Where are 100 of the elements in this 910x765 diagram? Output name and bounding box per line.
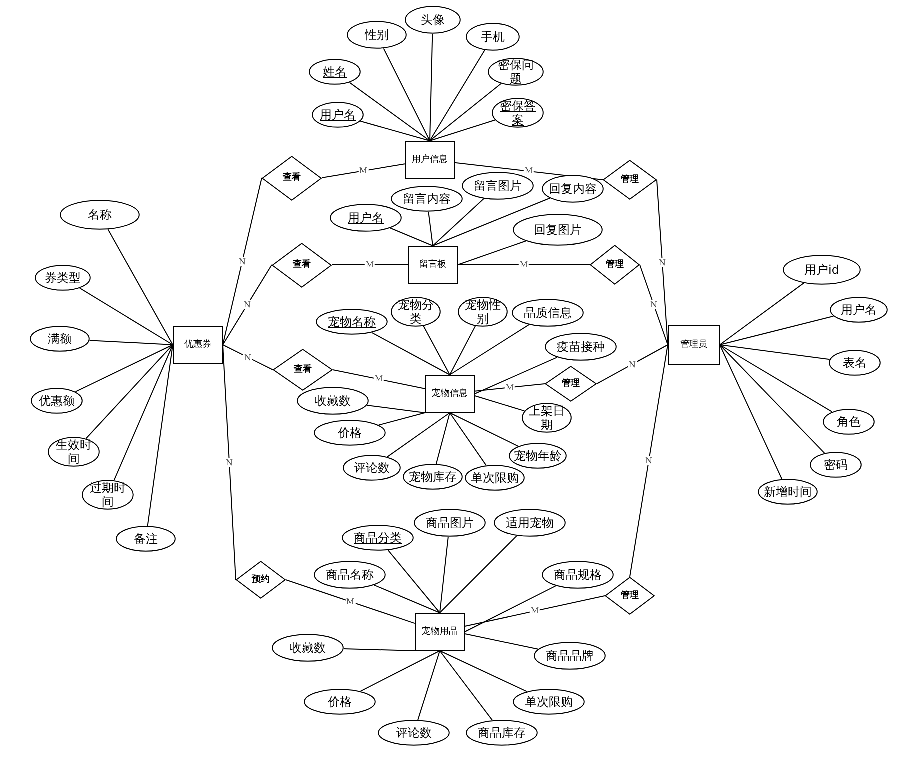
connector-line: [436, 412, 450, 465]
edge-label: N: [644, 456, 654, 466]
entity-box: 留言板: [408, 246, 458, 284]
connector-line: [332, 264, 408, 266]
attribute-ellipse: 评论数: [378, 720, 450, 746]
connector-line: [147, 344, 174, 527]
attribute-ellipse: 密码: [810, 452, 862, 478]
entity-box: 宠物用品: [415, 613, 465, 651]
connector-line: [720, 344, 833, 413]
connector-line: [474, 357, 558, 394]
connector-line: [378, 412, 426, 426]
connector-line: [720, 344, 830, 360]
attribute-ellipse: 表名: [829, 350, 881, 376]
connector-line: [114, 344, 174, 481]
attribute-ellipse: 品质信息: [512, 299, 584, 327]
connector-line: [656, 180, 668, 346]
edge-label: N: [238, 257, 247, 266]
attribute-ellipse: 回复内容: [542, 175, 604, 203]
connector-line: [720, 344, 783, 480]
connector-line: [440, 650, 528, 692]
connector-line: [458, 240, 526, 266]
connector-line: [450, 412, 487, 466]
relationship-diamond: 管理: [590, 245, 640, 285]
connector-line: [720, 344, 826, 454]
relationship-diamond: 管理: [605, 577, 655, 615]
connector-line: [343, 648, 416, 652]
connector-line: [640, 264, 668, 346]
connector-line: [286, 580, 416, 624]
attribute-ellipse: 新增时间: [758, 479, 818, 505]
relationship-diamond: 预约: [236, 561, 286, 599]
attribute-ellipse: 券类型: [35, 265, 91, 291]
edge-label: N: [244, 353, 252, 362]
attribute-ellipse: 商品库存: [466, 720, 538, 746]
connector-line: [222, 344, 274, 370]
attribute-ellipse: 商品分类: [342, 525, 414, 551]
connector-line: [108, 229, 174, 346]
attribute-ellipse: 留言图片: [462, 172, 534, 200]
entity-box: 用户信息: [405, 141, 455, 179]
attribute-ellipse: 商品规格: [542, 561, 614, 589]
attribute-ellipse: 用户名: [330, 204, 402, 232]
connector-line: [222, 264, 272, 346]
attribute-ellipse: 密保答案: [492, 98, 544, 128]
connector-line: [430, 83, 502, 142]
attribute-ellipse: 宠物年龄: [509, 443, 567, 469]
connector-line: [222, 178, 262, 346]
edge-label: M: [358, 166, 369, 176]
attribute-ellipse: 手机: [466, 23, 520, 51]
attribute-ellipse: 单次限购: [513, 689, 585, 715]
connector-line: [388, 550, 440, 614]
edge-label: N: [243, 300, 252, 310]
relationship-diamond: 管理: [545, 366, 597, 402]
attribute-ellipse: 优惠额: [31, 388, 83, 414]
connector-line: [75, 344, 174, 392]
connector-line: [332, 370, 426, 390]
connector-line: [428, 211, 434, 246]
attribute-ellipse: 适用宠物: [494, 509, 566, 537]
connector-line: [440, 536, 518, 614]
connector-line: [450, 412, 519, 447]
attribute-ellipse: 密保问题: [488, 58, 544, 86]
attribute-ellipse: 价格: [314, 420, 386, 446]
attribute-ellipse: 备注: [116, 526, 176, 552]
attribute-ellipse: 头像: [405, 6, 461, 34]
connector-line: [432, 198, 485, 246]
edge-label: M: [524, 166, 534, 176]
edge-label: N: [650, 300, 658, 310]
attribute-ellipse: 宠物性别: [458, 297, 508, 327]
attribute-ellipse: 宠物分类: [391, 297, 441, 327]
attribute-ellipse: 商品名称: [314, 561, 386, 589]
edge-label: M: [374, 374, 384, 384]
connector-line: [390, 228, 434, 246]
attribute-ellipse: 用户名: [312, 102, 364, 128]
connector-line: [720, 282, 804, 346]
relationship-diamond: 查看: [262, 156, 322, 200]
connector-line: [86, 344, 174, 440]
connector-line: [474, 384, 546, 392]
attribute-ellipse: 留言内容: [391, 186, 463, 212]
attribute-ellipse: 疫苗接种: [545, 333, 617, 361]
attribute-ellipse: 满额: [30, 326, 90, 352]
relationship-diamond: 管理: [603, 160, 657, 200]
attribute-ellipse: 上架日期: [522, 403, 572, 433]
entity-box: 管理员: [668, 325, 720, 365]
connector-line: [423, 326, 450, 376]
connector-line: [360, 650, 440, 692]
connector-line: [430, 50, 486, 142]
connector-line: [349, 82, 430, 142]
attribute-ellipse: 收藏数: [297, 387, 369, 415]
connector-line: [440, 650, 494, 721]
relationship-diamond: 查看: [272, 242, 332, 288]
connector-line: [387, 412, 450, 458]
connector-line: [464, 634, 539, 650]
edge-label: M: [345, 597, 356, 606]
attribute-ellipse: 价格: [304, 689, 376, 715]
attribute-ellipse: 单次限购: [465, 465, 525, 491]
edge-label: M: [364, 260, 376, 270]
attribute-ellipse: 生效时间: [48, 437, 100, 467]
edge-label: M: [518, 260, 530, 270]
connector-line: [432, 198, 550, 246]
attribute-ellipse: 角色: [823, 409, 875, 435]
connector-line: [596, 344, 668, 384]
attribute-ellipse: 名称: [60, 200, 140, 230]
